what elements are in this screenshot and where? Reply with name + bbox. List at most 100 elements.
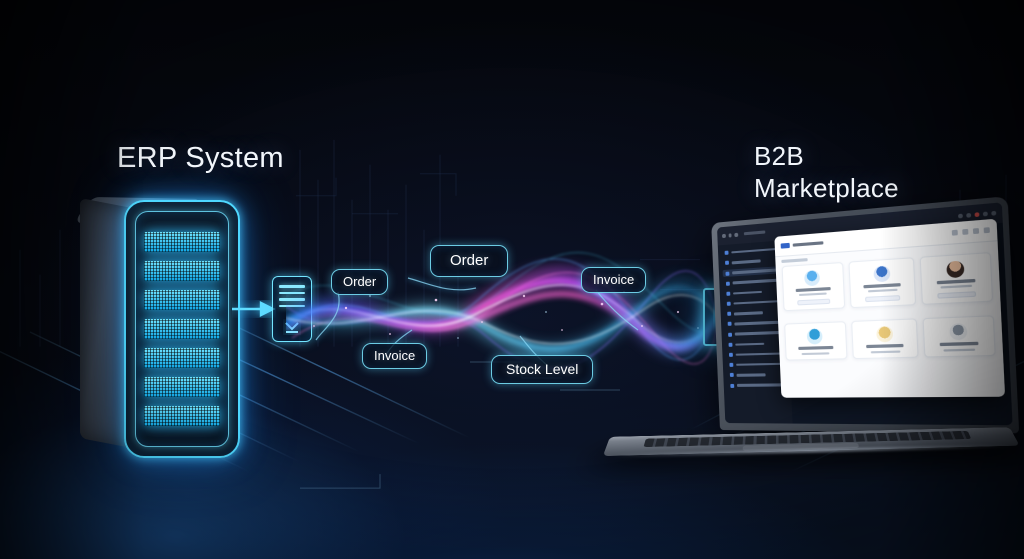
sidebar-item[interactable] bbox=[722, 256, 782, 267]
sidebar-icon bbox=[728, 352, 733, 357]
sidebar-item-label bbox=[736, 373, 766, 377]
sidebar-icon bbox=[729, 363, 734, 368]
avatar bbox=[806, 328, 824, 345]
close-icon[interactable] bbox=[974, 212, 980, 217]
maximize-icon[interactable] bbox=[966, 212, 972, 218]
card-subtitle bbox=[940, 285, 973, 290]
avatar bbox=[873, 264, 891, 283]
dashboard-toolbar[interactable] bbox=[951, 227, 990, 236]
sidebar-item-label bbox=[734, 320, 782, 326]
dashboard-card[interactable] bbox=[922, 315, 996, 358]
minimize-icon[interactable] bbox=[957, 213, 963, 219]
sidebar-icon bbox=[726, 291, 731, 296]
browser-dot bbox=[721, 233, 726, 238]
card-title bbox=[795, 287, 831, 293]
sidebar-item[interactable] bbox=[727, 381, 787, 389]
b2b-logo-icon bbox=[780, 242, 790, 249]
stream-label-order-left[interactable]: Order bbox=[331, 269, 389, 295]
sidebar-icon bbox=[728, 342, 733, 347]
sidebar-item-label bbox=[736, 383, 785, 387]
server-bay bbox=[144, 261, 220, 281]
server-bay bbox=[144, 348, 220, 368]
card-title bbox=[939, 342, 979, 347]
sidebar-item-label bbox=[731, 259, 761, 265]
arrow-right-icon bbox=[232, 301, 276, 317]
browser-dot bbox=[728, 233, 732, 238]
sidebar-item[interactable] bbox=[725, 329, 785, 338]
laptop-screen bbox=[717, 202, 1013, 426]
sidebar-item-active[interactable] bbox=[722, 266, 783, 278]
card-title bbox=[798, 346, 833, 351]
sidebar-icon bbox=[726, 301, 731, 306]
sidebar-item-label bbox=[732, 268, 780, 275]
window-controls[interactable] bbox=[957, 210, 997, 219]
server-front-panel bbox=[124, 200, 240, 458]
dashboard-card[interactable] bbox=[851, 318, 920, 359]
sidebar-icon bbox=[727, 322, 732, 327]
sidebar-item-label bbox=[736, 362, 784, 367]
menu-icon[interactable] bbox=[983, 227, 990, 234]
avatar bbox=[804, 269, 821, 287]
laptop-device bbox=[602, 196, 1020, 474]
laptop-base bbox=[602, 427, 1020, 458]
sidebar-icon bbox=[729, 373, 734, 378]
sidebar-icon bbox=[730, 383, 735, 388]
card-subtitle bbox=[867, 289, 898, 293]
sidebar-item[interactable] bbox=[722, 245, 782, 257]
sidebar-item[interactable] bbox=[723, 277, 783, 288]
server-bay bbox=[144, 406, 220, 426]
sidebar-icon bbox=[725, 271, 730, 276]
sidebar-icon bbox=[728, 332, 733, 337]
sidebar-item[interactable] bbox=[726, 350, 786, 359]
sidebar-item[interactable] bbox=[726, 339, 786, 348]
card-subtitle bbox=[799, 292, 828, 297]
card-action-button[interactable] bbox=[864, 295, 901, 303]
sidebar-item[interactable] bbox=[727, 371, 787, 379]
dashboard-card[interactable] bbox=[848, 256, 917, 309]
dashboard-title bbox=[792, 240, 824, 247]
server-bay-stack bbox=[135, 211, 229, 447]
laptop-lid bbox=[711, 196, 1020, 434]
sidebar-icon bbox=[725, 260, 729, 266]
sidebar-item[interactable] bbox=[725, 318, 785, 328]
sidebar-icon bbox=[724, 250, 729, 256]
dashboard-card[interactable] bbox=[781, 261, 846, 312]
refresh-icon[interactable] bbox=[972, 227, 979, 235]
stream-label-stock-level[interactable]: Stock Level bbox=[491, 355, 594, 384]
card-title bbox=[866, 344, 904, 349]
forward-icon[interactable] bbox=[961, 228, 968, 235]
card-title bbox=[936, 279, 976, 285]
sidebar-item[interactable] bbox=[724, 308, 784, 318]
card-action-button[interactable] bbox=[796, 298, 831, 306]
sidebar-item-label bbox=[733, 299, 781, 305]
sidebar-item[interactable] bbox=[726, 360, 786, 368]
erp-system-title: ERP System bbox=[117, 142, 284, 174]
sidebar-item[interactable] bbox=[724, 297, 784, 307]
marketplace-dashboard-window[interactable] bbox=[774, 218, 1005, 398]
sidebar-item-label bbox=[735, 352, 783, 357]
server-bay bbox=[144, 232, 220, 252]
extra-icon[interactable] bbox=[982, 211, 988, 217]
sidebar-item-label bbox=[734, 331, 783, 336]
browser-dot bbox=[734, 232, 738, 237]
server-bay bbox=[144, 377, 220, 397]
sidebar-item[interactable] bbox=[723, 287, 783, 297]
card-subtitle bbox=[943, 348, 976, 352]
extra-icon[interactable] bbox=[991, 210, 997, 216]
stream-label-invoice-left[interactable]: Invoice bbox=[362, 343, 428, 369]
card-subtitle bbox=[870, 350, 901, 354]
sidebar-item-label bbox=[732, 278, 780, 285]
stream-label-order-top[interactable]: Order bbox=[430, 245, 509, 277]
sidebar-item-label bbox=[735, 342, 765, 346]
sidebar-icon bbox=[725, 281, 730, 286]
back-icon[interactable] bbox=[951, 229, 958, 236]
avatar bbox=[946, 260, 965, 278]
dashboard-card[interactable] bbox=[919, 251, 993, 305]
dashboard-logo bbox=[780, 240, 824, 249]
sidebar-icon bbox=[727, 311, 732, 317]
dashboard-card[interactable] bbox=[783, 321, 848, 361]
card-action-button[interactable] bbox=[937, 291, 976, 299]
card-title bbox=[863, 283, 901, 289]
b2b-marketplace-title: B2B Marketplace bbox=[754, 141, 899, 204]
